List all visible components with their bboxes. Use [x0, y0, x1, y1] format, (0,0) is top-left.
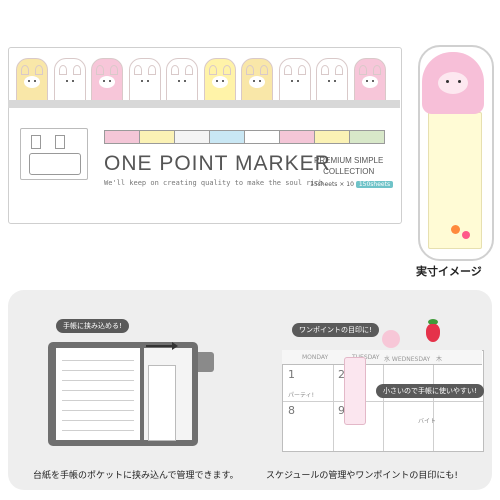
color-strip: [280, 131, 315, 143]
total-badge: 150sheets: [355, 181, 394, 188]
flower-icon: [451, 225, 460, 234]
collection-line-1: PREMIUM SIMPLE: [314, 156, 384, 165]
small-size-bubble: 小さいので手帳に使いやすい!: [376, 384, 484, 398]
mini-tab-icon: [55, 135, 65, 149]
calendar-note: バイト: [418, 418, 437, 425]
marker-sheet-in-pocket: [148, 365, 176, 441]
tab-rail: [8, 100, 400, 108]
calendar-date: 2: [338, 368, 345, 381]
alpaca-tab-icon: [16, 58, 48, 104]
notebook-page: [56, 348, 140, 440]
quantity-text: 15sheets × 10: [310, 181, 354, 188]
quantity-label: 15sheets × 10 150sheets: [310, 181, 394, 188]
alpaca-tab-icon: [128, 58, 161, 104]
alpaca-tab-icon: [353, 58, 386, 104]
calendar-date: 9: [338, 404, 345, 417]
eye-icon: [458, 80, 461, 83]
eye-icon: [446, 80, 449, 83]
notebook-clasp: [198, 352, 214, 372]
alpaca-face-icon: [438, 72, 468, 94]
color-strip: [105, 131, 140, 143]
alpaca-tab-icon: [278, 58, 311, 104]
calendar-day-thursday: 木: [436, 356, 443, 363]
marker-bubble: ワンポイントの目印に!: [292, 323, 379, 337]
product-tagline: We'll keep on creating quality to make t…: [104, 179, 328, 187]
calendar-note: パーティ!: [288, 392, 315, 399]
alpaca-tab-icon: [241, 58, 273, 104]
color-strip: [315, 131, 350, 143]
color-strip: [175, 131, 210, 143]
collection-line-2: COLLECTION: [323, 167, 375, 176]
color-strip: [210, 131, 245, 143]
schedule-caption: スケジュールの管理やワンポイントの目印にも!: [266, 471, 458, 481]
calendar-day-wednesday: 水 WEDNESDAY: [384, 356, 431, 363]
calendar-page: [282, 350, 484, 452]
notebook-caption: 台紙を手帳のポケットに挟み込んで管理できます。: [33, 471, 239, 481]
flower-icon: [462, 231, 470, 239]
collection-label: PREMIUM SIMPLE COLLECTION: [314, 155, 383, 177]
mini-tab-icon: [31, 135, 41, 149]
package-illustration: [20, 128, 88, 180]
color-strip-row: [104, 130, 385, 144]
calendar-date: 8: [288, 404, 295, 417]
actual-size-caption: 実寸イメージ: [416, 265, 482, 278]
alpaca-tab-icon: [203, 58, 236, 104]
alpaca-head-icon: [422, 52, 484, 114]
calendar-header: [282, 350, 482, 365]
calendar-date: 1: [288, 368, 295, 381]
strawberry-tab-icon: [426, 324, 440, 342]
color-strip: [140, 131, 175, 143]
alpaca-tab-icon: [316, 58, 348, 104]
leaf-icon: [428, 319, 438, 325]
alpaca-tab-icon: [53, 58, 86, 104]
alpaca-tab-icon: [91, 58, 123, 104]
tab-row: [12, 58, 396, 108]
calendar-day-monday: MONDAY: [302, 354, 329, 361]
calendar-day-tuesday: TUESDAY: [352, 354, 380, 361]
product-title: ONE POINT MARKER: [104, 152, 331, 175]
mini-book-icon: [29, 153, 81, 175]
pink-marker-tab: [344, 357, 366, 425]
color-strip: [350, 131, 384, 143]
bunny-tab-icon: [382, 330, 400, 348]
notebook-bubble: 手帳に挟み込める!: [56, 319, 129, 333]
arrow-right-icon: [146, 342, 178, 350]
color-strip: [245, 131, 280, 143]
alpaca-tab-icon: [166, 58, 198, 104]
